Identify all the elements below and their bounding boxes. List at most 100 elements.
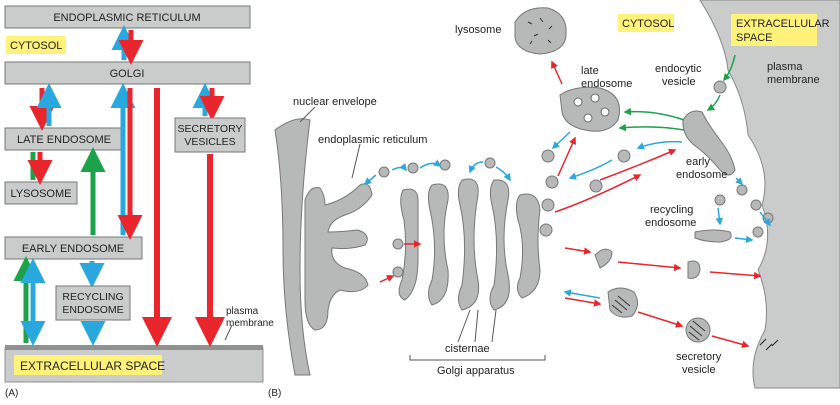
- panel-a: EXTRACELLULAR SPACE ENDOPLASMIC RETICULU…: [4, 5, 274, 399]
- vesicle: [752, 226, 764, 238]
- late-endosome-inner: [600, 107, 610, 117]
- cytosol-label-b: CYTOSOL: [622, 18, 674, 30]
- transport-vesicle-2: [687, 260, 701, 279]
- recycling-box-line1: RECYCLING: [62, 291, 123, 303]
- arrow-blue-recycling-1: [735, 177, 744, 186]
- secretory-vesicle-shape: [685, 317, 711, 343]
- arrow-red-granule-vesicle: [637, 311, 684, 328]
- extracellular-label-b-line2: SPACE: [736, 32, 772, 44]
- vesicle: [439, 159, 451, 171]
- extracellular-space-label: EXTRACELLULAR SPACE: [20, 359, 165, 373]
- golgi-cisterna-3: [457, 178, 480, 311]
- arrow-red-vesicle-pm: [711, 335, 750, 349]
- plasma-label-b-line1: plasma: [767, 61, 803, 73]
- recycling-endosome-box: [55, 285, 131, 321]
- extracellular-highlight-b: [731, 14, 817, 46]
- vesicle: [714, 194, 726, 206]
- vesicle: [539, 223, 553, 237]
- arrow-red-golgi-early: [554, 174, 642, 213]
- plasma-label-a-line1: plasma: [226, 306, 259, 317]
- secretory-box-line1: SECRETORY: [178, 123, 243, 135]
- arrow-red-secretory-2: [617, 261, 682, 272]
- early-endosome-label-line2: endosome: [676, 169, 727, 181]
- vesicle: [541, 149, 555, 163]
- arrow-red-er-golgi-2: [379, 275, 395, 283]
- early-endosome-label-line1: early: [686, 156, 710, 168]
- arrow-blue-early-golgi-2: [568, 159, 613, 180]
- endocytic-label-line2: vesicle: [662, 76, 696, 88]
- secretory-granule-1: [607, 287, 638, 318]
- golgi-box-label: GOLGI: [110, 68, 145, 80]
- arrow-blue-early-golgi: [636, 140, 683, 150]
- golgi-cisterna-2: [427, 183, 449, 306]
- vesicle: [541, 198, 555, 212]
- cytosol-highlight-b: [618, 14, 674, 32]
- cytosol-highlight-a: [6, 36, 66, 54]
- extracellular-label-b-line1: EXTRACELLULAR: [736, 18, 830, 30]
- arrow-red-golgi-early-2: [599, 148, 677, 181]
- er-shape: [304, 183, 373, 331]
- panel-a-label: (A): [5, 388, 18, 399]
- late-endosome-box-label: LATE ENDOSOME: [17, 134, 111, 146]
- arrow-blue-golgi-2: [419, 159, 442, 169]
- nuclear-envelope-label: nuclear envelope: [293, 96, 377, 108]
- vesicle: [545, 175, 559, 189]
- vesicle: [589, 179, 603, 193]
- arrow-blue-secretory: [563, 289, 601, 299]
- plasma-leader-a: [224, 324, 233, 341]
- plasma-label-a-line2: membrane: [226, 318, 274, 329]
- arrow-blue-golgi-1: [391, 162, 407, 172]
- lysosome-shape: [514, 7, 567, 55]
- extracellular-region-b: [699, 0, 840, 389]
- vesicle: [484, 157, 496, 169]
- arrow-red-secretory-3: [709, 271, 762, 280]
- arrow-red-golgi-late: [557, 136, 576, 177]
- lysosome-contents: [527, 17, 553, 45]
- panel-b-label: (B): [268, 388, 281, 399]
- cisternae-label: cisternae: [445, 343, 490, 355]
- arrow-blue-er-1: [363, 174, 377, 185]
- late-endosome-inner: [573, 97, 583, 107]
- extracellular-highlight: [14, 355, 162, 375]
- arrow-blue-recycling-2: [715, 207, 723, 226]
- golgi-apparatus-label: Golgi apparatus: [437, 365, 515, 377]
- golgi-cisterna-4: [489, 179, 510, 311]
- arrow-green-early-late-2: [618, 123, 685, 132]
- er-box-label: ENDOPLASMIC RETICULUM: [53, 12, 200, 24]
- er-label-b: endoplasmic reticulum: [318, 134, 427, 146]
- recycling-endosome-shape: [694, 229, 732, 243]
- vesicle: [378, 166, 390, 178]
- late-endosome-shape: [559, 86, 620, 132]
- plasma-label-b-line2: membrane: [767, 74, 820, 86]
- plasma-membrane-bar: [5, 345, 263, 350]
- arrow-blue-golgi-3: [468, 161, 484, 174]
- secretory-vesicles-box: [174, 117, 246, 153]
- secretory-label-line1: secretory: [676, 351, 722, 363]
- recycling-box-line2: ENDOSOME: [62, 304, 123, 316]
- arrow-late-lysosome-red: [551, 60, 563, 85]
- cisternae-leader-1: [457, 309, 471, 343]
- arrow-blue-golgi-4: [495, 166, 511, 182]
- er-leader: [351, 143, 361, 179]
- late-endosome-inner: [583, 113, 593, 123]
- early-endosome-box: [4, 236, 143, 260]
- early-endosome-box-label: EARLY ENDOSOME: [22, 243, 124, 255]
- secretory-vesicle-hatch: [688, 320, 706, 341]
- cisternae-leader-3: [491, 309, 497, 343]
- vesicle: [750, 199, 762, 211]
- secretory-granule-hatch: [611, 295, 631, 314]
- vesicle: [407, 162, 419, 174]
- secretory-label-line2: vesicle: [682, 364, 716, 376]
- vesicle: [617, 149, 631, 163]
- arrow-green-to-early: [706, 94, 721, 111]
- arrow-green-early-late: [623, 107, 685, 121]
- lysosome-box-label: LYSOSOME: [11, 188, 72, 200]
- endocytic-label-line1: endocytic: [655, 63, 702, 75]
- arrow-blue-late-golgi: [551, 131, 571, 150]
- late-endosome-label-line2: endosome: [581, 78, 632, 90]
- secretory-box-line2: VESICLES: [184, 136, 235, 148]
- arrow-red-secretory-1: [564, 247, 592, 255]
- arrow-blue-recycling-4: [734, 235, 754, 244]
- cytosol-label-a: CYTOSOL: [10, 40, 62, 52]
- early-endosome-shape: [682, 110, 736, 176]
